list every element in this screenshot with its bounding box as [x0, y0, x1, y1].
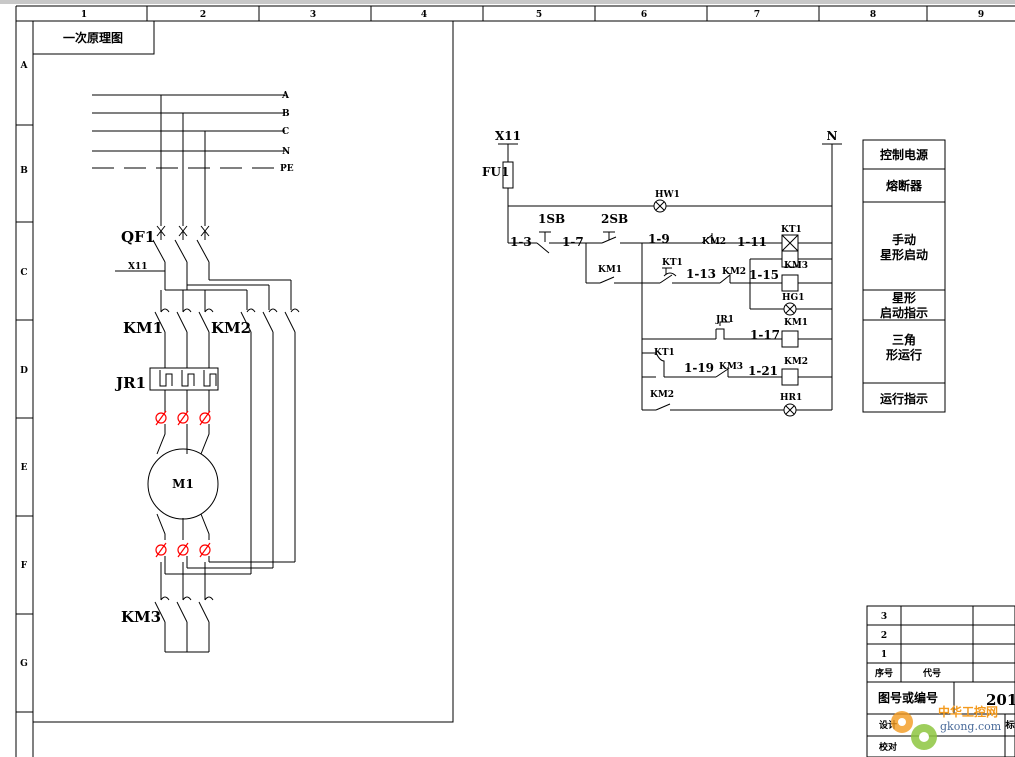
jr1-contact-label: JR1: [715, 315, 734, 325]
phase-label: C: [282, 127, 289, 137]
sb1-label: 1SB: [538, 212, 565, 226]
km2-nc-label: KM2: [702, 237, 726, 247]
col-label: 9: [978, 10, 984, 20]
km1-hold-label: KM1: [598, 265, 622, 275]
node-1-7: 1-7: [562, 235, 584, 249]
watermark-url: gkong.com: [940, 720, 1002, 733]
fu1-label: FU1: [482, 165, 509, 179]
jr1-label: JR1: [114, 374, 146, 392]
control-circuit: [498, 143, 842, 417]
row-label: E: [21, 463, 28, 473]
tb-std: 标: [1004, 719, 1014, 731]
watermark-name: 中华工控网: [938, 704, 998, 719]
row-label: F: [21, 561, 28, 571]
legend-line: 手动: [892, 232, 916, 247]
col-label: 7: [754, 10, 760, 20]
tb-header-code: 代号: [922, 667, 941, 679]
phase-label: A: [281, 91, 290, 101]
title-block: [866, 605, 1015, 757]
col-label: 1: [81, 10, 87, 20]
legend-line: 启动指示: [880, 305, 928, 320]
phase-label: B: [282, 109, 290, 119]
tb-row-no: 1: [881, 650, 887, 660]
row-label: B: [20, 166, 28, 176]
node-1-11: 1-11: [737, 235, 767, 249]
qf1-label: QF1: [121, 228, 155, 246]
tb-year: 2016: [986, 691, 1015, 709]
phase-label: N: [282, 147, 290, 157]
km1-label: KM1: [123, 319, 163, 337]
x11-tap-label: X11: [128, 262, 148, 272]
row-label: A: [20, 61, 29, 71]
km2-hold-label: KM2: [650, 390, 674, 400]
legend-item-multi: 三角形运行: [886, 332, 922, 362]
hg1-label: HG1: [782, 293, 804, 303]
phase-label: PE: [280, 164, 294, 174]
legend-item: 熔断器: [886, 178, 923, 193]
row-label: C: [20, 268, 27, 278]
km1-coil-label: KM1: [784, 318, 808, 328]
hr1-label: HR1: [780, 393, 802, 403]
col-label: 3: [310, 10, 316, 20]
motor-label: M1: [172, 477, 194, 491]
node-1-13: 1-13: [686, 267, 716, 281]
col-label: 8: [870, 10, 876, 20]
frame-labels: 1 2 3 4 5 6 7 8 9 A B C D E F G: [20, 10, 985, 669]
x11-label: X11: [495, 129, 521, 143]
toolbar-strip: [0, 0, 1015, 4]
legend-item: 运行指示: [880, 391, 928, 406]
n-label: N: [827, 129, 838, 143]
col-label: 2: [200, 10, 206, 20]
watermark-logo: 中华工控网 gkong.com: [891, 704, 1002, 750]
legend-table: [862, 139, 946, 413]
legend-line: 星形启动: [880, 247, 928, 262]
row-label: D: [20, 366, 28, 376]
row-label: G: [20, 659, 28, 669]
drawing-frame: [15, 5, 1015, 757]
km2-label: KM2: [211, 319, 251, 337]
tb-row-no: 3: [881, 612, 887, 622]
tb-header-no: 序号: [875, 667, 893, 679]
km3-coil-label: KM3: [784, 261, 808, 271]
node-1-21: 1-21: [748, 364, 778, 378]
legend-line: 三角: [892, 332, 916, 347]
col-label: 6: [641, 10, 647, 20]
node-1-9: 1-9: [648, 232, 670, 246]
tb-row-no: 2: [881, 631, 887, 641]
col-label: 5: [536, 10, 542, 20]
node-1-3: 1-3: [510, 235, 532, 249]
kt1-coil-label: KT1: [781, 225, 802, 235]
node-1-17: 1-17: [750, 328, 780, 342]
km2-nc-b-label: KM2: [722, 267, 746, 277]
km3-label: KM3: [121, 608, 161, 626]
km3-nc-label: KM3: [719, 362, 743, 372]
legend-line: 形运行: [886, 347, 922, 362]
legend-item-multi: 手动星形启动: [880, 232, 928, 262]
kt1-timed-label: KT1: [654, 348, 675, 358]
km2-coil-label: KM2: [784, 357, 808, 367]
tb-drawing-no: 图号或编号: [878, 690, 938, 705]
kt1-contact-label: KT1: [662, 258, 683, 268]
legend-item-multi: 星形启动指示: [880, 291, 928, 320]
legend-item: 控制电源: [880, 147, 928, 162]
tb-check: 校对: [879, 741, 897, 753]
motor-terminals: [155, 410, 211, 558]
node-1-19: 1-19: [684, 361, 714, 375]
primary-circuit: [92, 94, 300, 653]
legend-line: 星形: [892, 291, 916, 305]
sb2-label: 2SB: [601, 212, 628, 226]
primary-title: 一次原理图: [63, 30, 123, 45]
node-1-15: 1-15: [749, 268, 779, 282]
col-label: 4: [421, 10, 427, 20]
hw1-label: HW1: [655, 190, 680, 200]
